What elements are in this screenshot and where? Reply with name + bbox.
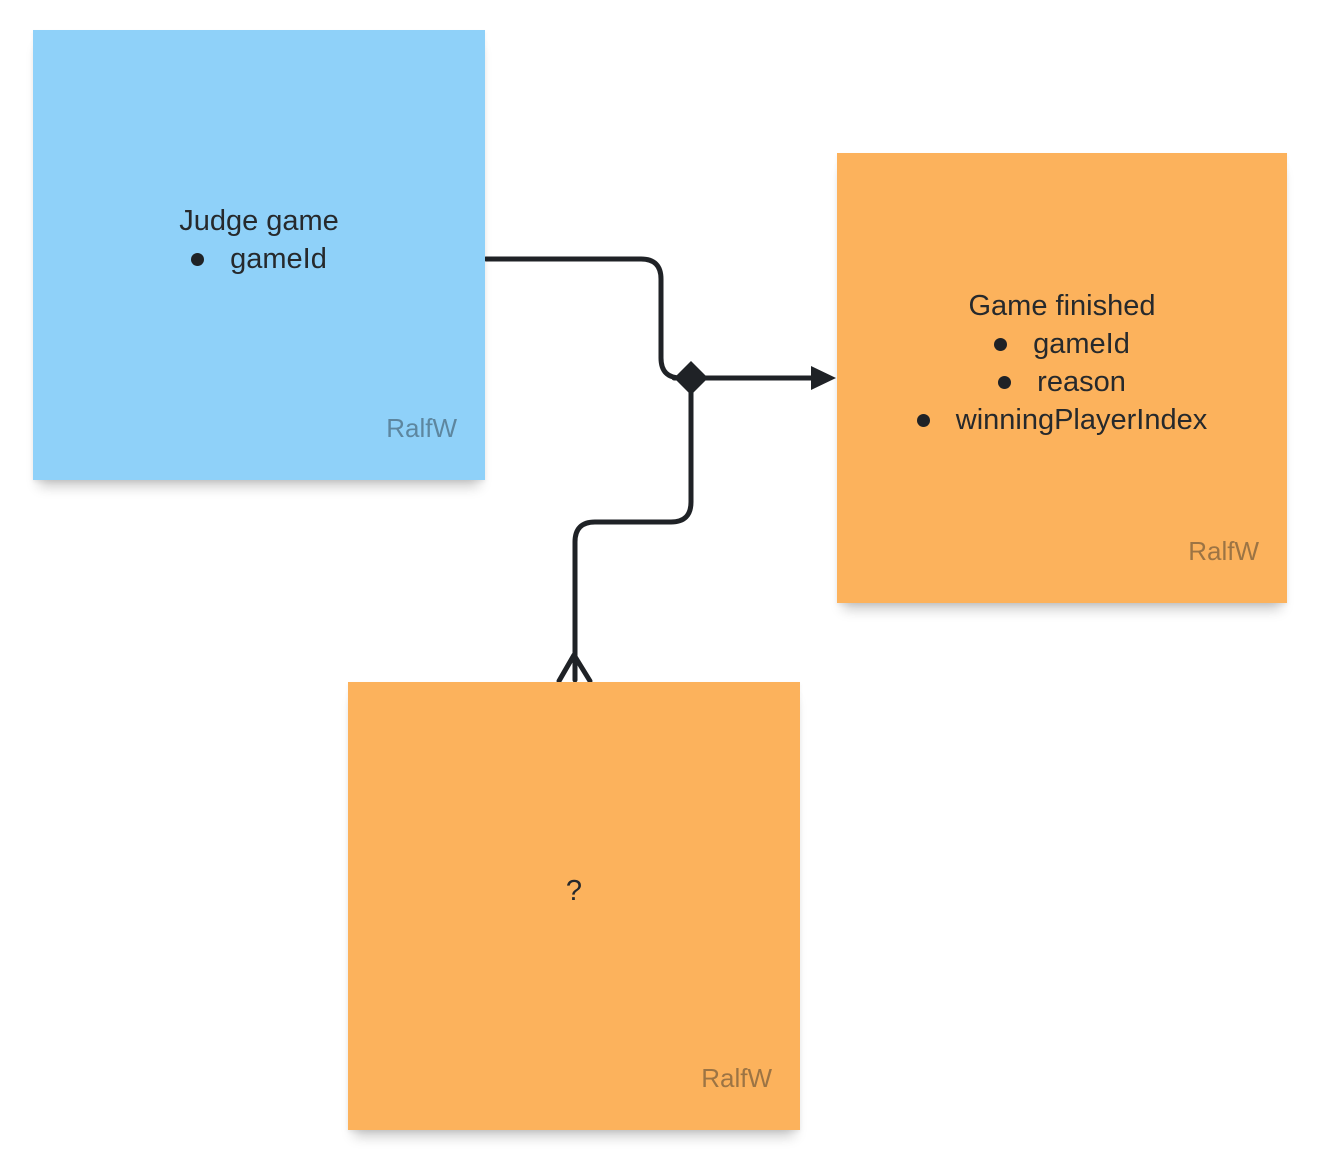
bullet-icon	[994, 337, 1008, 351]
bullet-label: gameId	[230, 243, 327, 275]
note-bullet-item: gameId	[994, 325, 1130, 363]
sticky-note-judge-game[interactable]: Judge game gameId RalfW	[33, 30, 485, 480]
sticky-note-game-finished[interactable]: Game finished gameId reason winningPlaye…	[837, 153, 1287, 603]
note-author: RalfW	[386, 413, 457, 443]
sticky-note-unknown[interactable]: ? RalfW	[348, 682, 800, 1130]
note-title: Game finished	[968, 290, 1156, 322]
open-arrowhead-icon	[556, 652, 593, 684]
bullet-icon	[916, 413, 930, 427]
bullet-icon	[998, 375, 1012, 389]
note-bullet-item: winningPlayerIndex	[916, 401, 1208, 439]
note-title: ?	[565, 875, 583, 907]
connector-junction-to-unknown[interactable]	[572, 387, 694, 683]
connector-judge-to-junction[interactable]	[483, 256, 682, 381]
bullet-label: gameId	[1033, 328, 1130, 360]
bullet-label: winningPlayerIndex	[955, 404, 1208, 436]
note-bullet-item: reason	[998, 363, 1126, 401]
note-bullet-item: gameId	[191, 240, 327, 278]
note-author: RalfW	[701, 1063, 772, 1093]
note-author: RalfW	[1188, 536, 1259, 566]
bullet-label: reason	[1037, 366, 1126, 398]
bullet-icon	[191, 252, 205, 266]
arrowhead-icon	[811, 366, 836, 390]
junction-diamond-icon[interactable]	[674, 361, 708, 395]
note-title: Judge game	[179, 205, 339, 237]
